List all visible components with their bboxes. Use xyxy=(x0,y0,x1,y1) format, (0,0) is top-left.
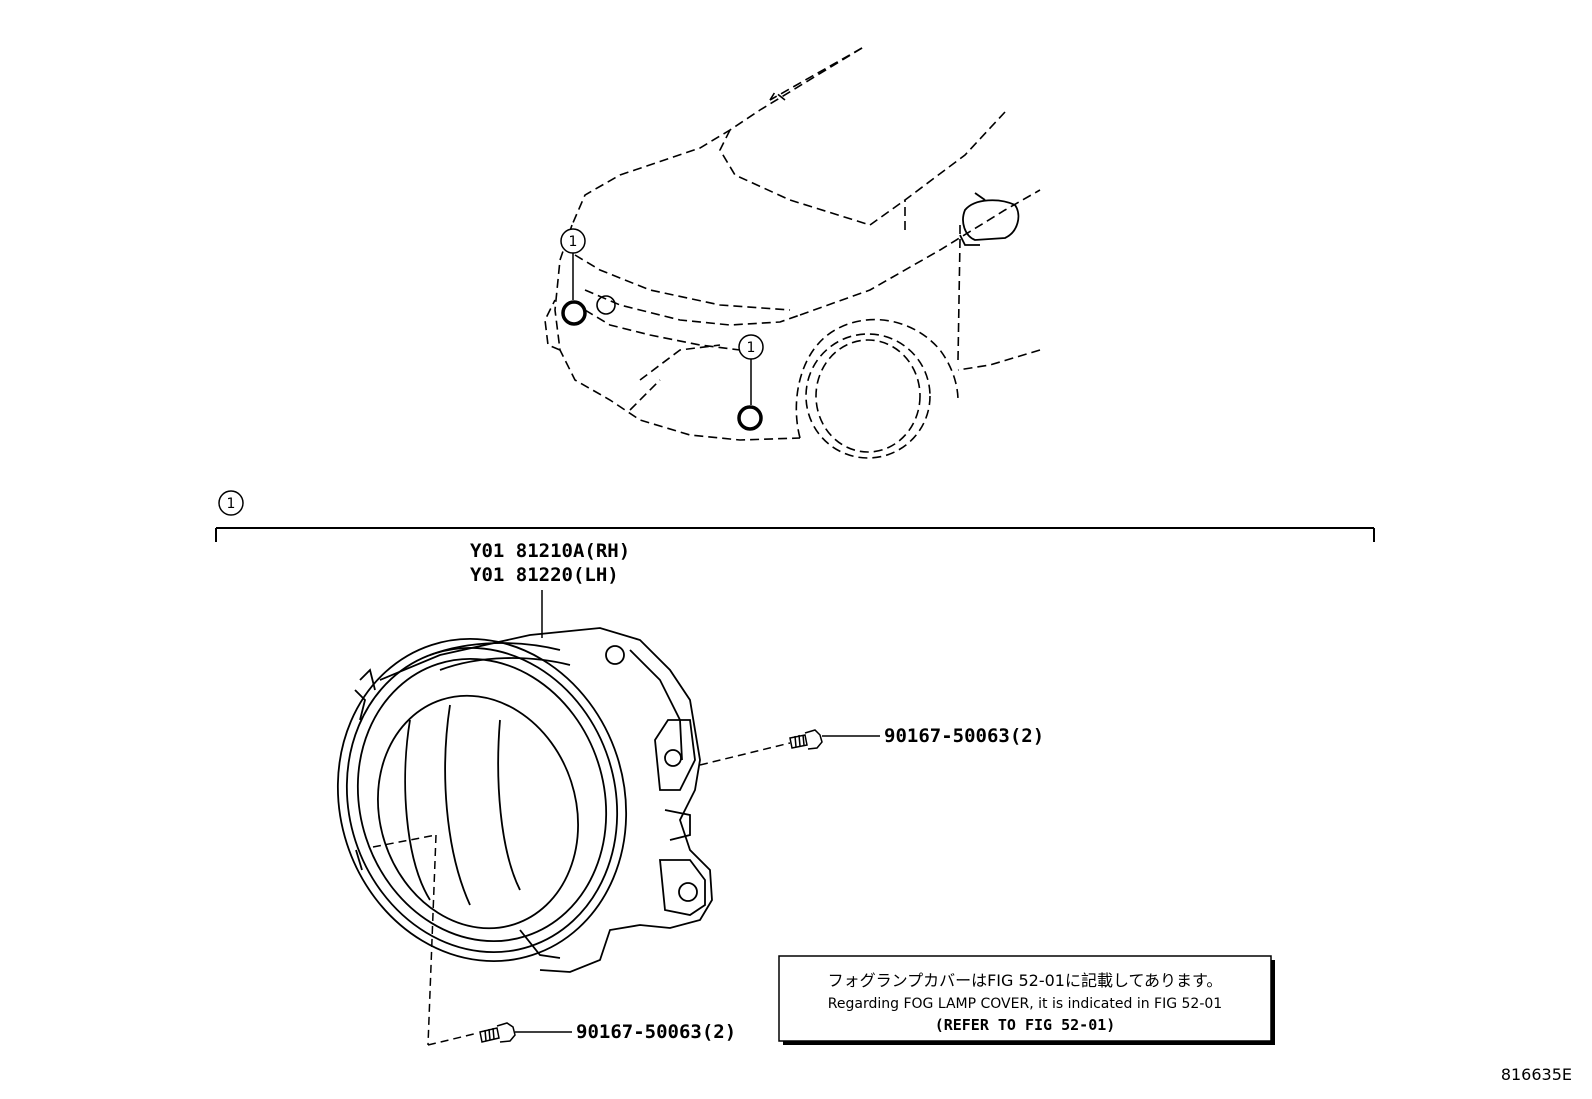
fog-lamp-rh-label: Y01 81210A(RH) xyxy=(470,540,630,562)
fog-lamp-location-right xyxy=(737,405,763,431)
callout-number: 1 xyxy=(227,496,236,512)
screw-lower xyxy=(479,1022,516,1043)
screw-lower-label: 90167-50063(2) xyxy=(576,1021,736,1043)
note-japanese-text: フォグランプカバーはFIG 52-01に記載してあります。 xyxy=(828,971,1223,990)
figure-id: 816635E xyxy=(1501,1065,1572,1084)
assembly-callout: 1 xyxy=(218,490,244,516)
callout-number: 1 xyxy=(569,234,578,250)
assembly-bracket-line xyxy=(215,527,1375,542)
fog-lamp-lh-label: Y01 81220(LH) xyxy=(470,564,619,586)
note-english-text: Regarding FOG LAMP COVER, it is indicate… xyxy=(828,996,1222,1012)
callout-number: 1 xyxy=(747,340,756,356)
fog-lamp-location-left xyxy=(561,300,587,326)
assembly-dashed-lines xyxy=(372,742,791,1046)
screw-upper xyxy=(789,729,823,750)
note-reference-text: (REFER TO FIG 52-01) xyxy=(935,1016,1116,1034)
car-front-illustration xyxy=(544,47,1041,459)
side-mirror xyxy=(959,192,1020,246)
fog-lamp-illustration xyxy=(336,627,713,973)
grille-round-detail xyxy=(596,295,616,315)
car-callout-right: 1 xyxy=(737,334,764,431)
note-box: フォグランプカバーはFIG 52-01に記載してあります。 Regarding … xyxy=(778,955,1275,1045)
screw-upper-label: 90167-50063(2) xyxy=(884,725,1044,747)
car-callout-left: 1 xyxy=(560,228,587,326)
